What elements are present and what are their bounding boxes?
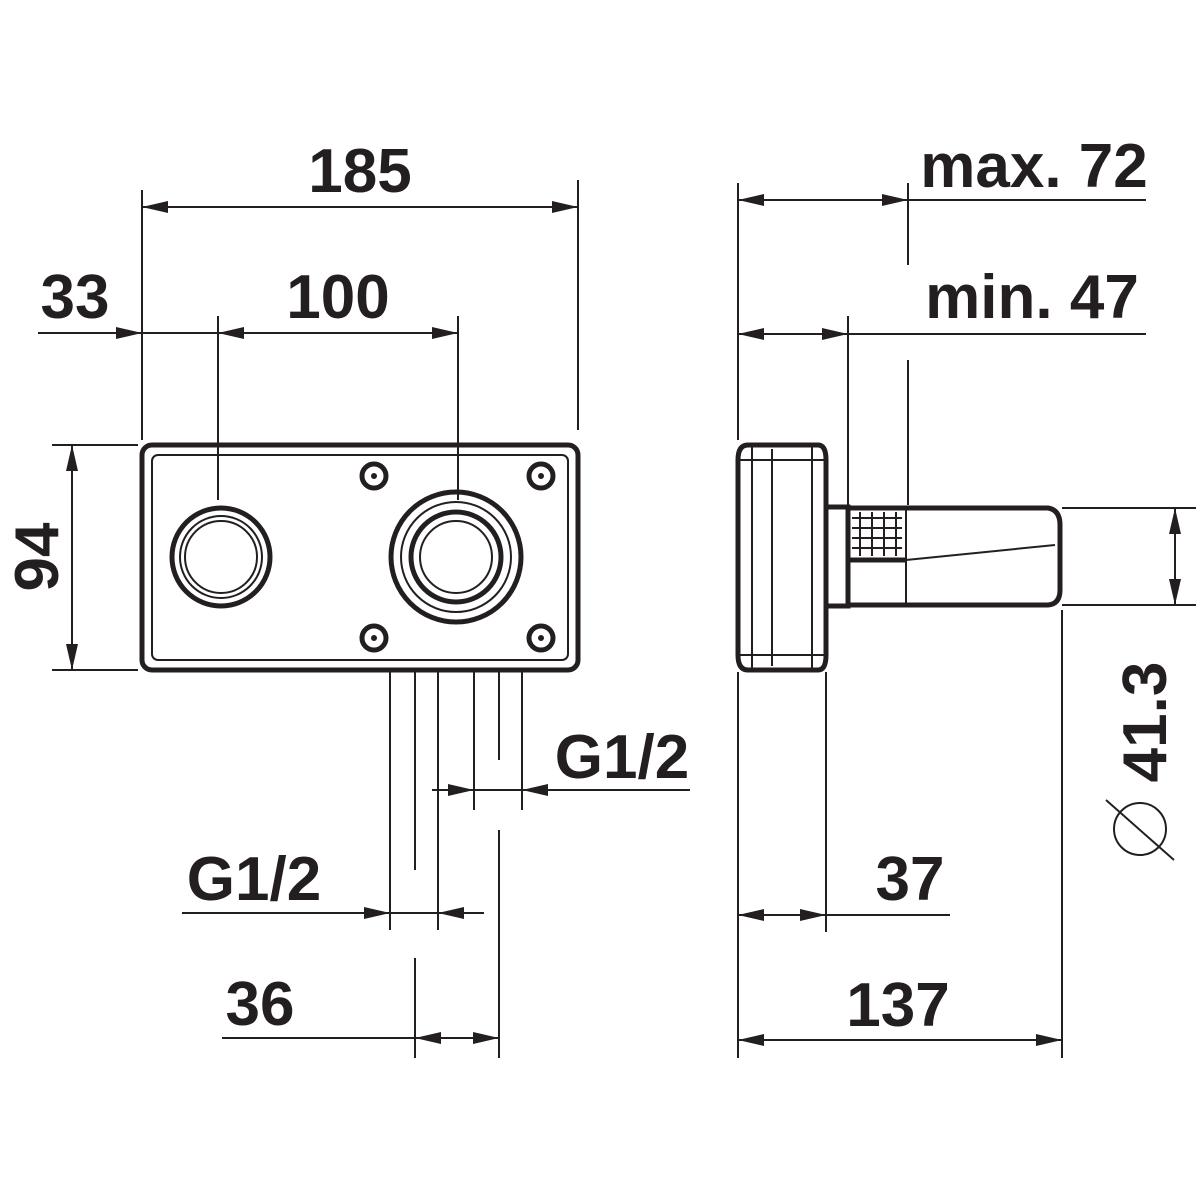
front-body-outline <box>139 442 581 673</box>
dimension-137: 137 <box>737 610 1063 1058</box>
pipe-connection-lines <box>389 672 523 930</box>
side-stem <box>826 504 1063 609</box>
thread-right-label: G1/2 <box>555 723 689 792</box>
spacing-bottom-label: 36 <box>226 970 295 1039</box>
dimension-185: 185 <box>141 137 579 440</box>
dimension-37: 37 <box>738 672 950 932</box>
front-body-inner-outline <box>151 454 569 661</box>
min-depth-label: min. 47 <box>925 263 1139 332</box>
dimension-94: 94 <box>3 444 138 671</box>
body-depth-label: 37 <box>876 845 945 914</box>
dimension-thread-right: G1/2 <box>432 723 690 796</box>
dimension-min-47: min. 47 <box>738 263 1146 505</box>
front-view: 185 33 100 94 G1/2 <box>3 137 690 1058</box>
mounting-screws <box>359 461 556 653</box>
total-depth-label: 137 <box>846 971 949 1040</box>
side-view: max. 72 min. 47 41.3 <box>735 132 1196 1058</box>
left-port <box>169 505 273 609</box>
diameter-symbol-icon <box>1105 799 1175 861</box>
side-housing-outline <box>735 442 829 673</box>
thread-left-label: G1/2 <box>187 845 321 914</box>
max-depth-label: max. 72 <box>920 132 1148 201</box>
right-port <box>388 489 524 625</box>
dimension-33-100: 33 100 <box>38 263 459 500</box>
dimension-thread-left: G1/2 <box>182 845 484 919</box>
front-width-label: 185 <box>308 137 411 206</box>
height-label: 94 <box>3 522 72 591</box>
dimension-max-72: max. 72 <box>737 132 1148 505</box>
offset-left-label: 33 <box>41 263 110 332</box>
spacing-label: 100 <box>286 263 389 332</box>
diameter-label: 41.3 <box>1111 662 1180 783</box>
dimension-36: 36 <box>222 830 500 1058</box>
dimension-diameter: 41.3 <box>1062 507 1196 861</box>
